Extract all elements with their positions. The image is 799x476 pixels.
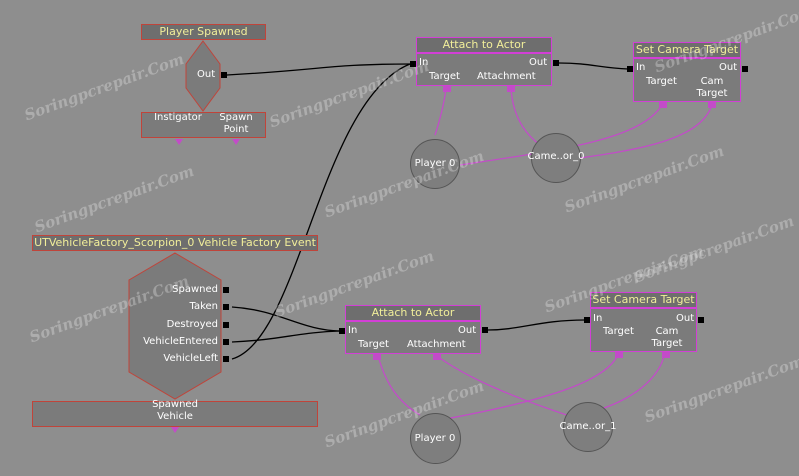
vehicle-factory-event-title[interactable]: UTVehicleFactory_Scorpion_0 Vehicle Fact… <box>32 235 318 251</box>
set-camera-target-top-title[interactable]: Set Camera Target <box>633 42 741 58</box>
watermark: Soringpcrepair.Com <box>266 56 432 132</box>
exec-wire-attach-to-camera-bottom <box>487 319 586 331</box>
attach-to-actor-bottom-body[interactable] <box>345 321 481 354</box>
camera-top-camtarget-link[interactable] <box>708 102 716 108</box>
watermark: Soringpcrepair.Com <box>641 351 799 427</box>
attach-bottom-target-label: Target <box>358 339 389 350</box>
attach-top-target-label: Target <box>429 71 460 82</box>
player-spawned-out-label: Out <box>197 69 216 80</box>
variable-camera1-bottom-label: Came..or_1 <box>559 421 617 432</box>
player-spawned-event-shape[interactable] <box>185 40 221 112</box>
attach-top-out-label: Out <box>529 57 548 68</box>
camera-top-in-label: In <box>636 62 646 73</box>
variable-camera0-top-label: Came..or_0 <box>527 151 585 162</box>
var-link-player0-target-bottom <box>377 355 421 416</box>
attach-to-actor-bottom-title[interactable]: Attach to Actor <box>345 305 481 321</box>
camera-top-camtarget-label: Cam Target <box>696 76 728 99</box>
var-link-came0-attachment-top <box>510 86 541 146</box>
instigator-label: Instigator <box>154 112 202 123</box>
var-link-player0-target-top <box>434 86 447 136</box>
output-spawned-pin[interactable] <box>223 287 229 293</box>
var-link-came1-attachment-bottom <box>436 355 583 421</box>
variable-player0-bottom[interactable] <box>410 413 461 464</box>
output-vehicleentered-pin[interactable] <box>223 339 229 345</box>
attach-to-actor-top-body[interactable] <box>416 53 552 86</box>
variable-camera1-bottom[interactable] <box>563 402 613 452</box>
attach-top-in-pin[interactable] <box>410 61 416 67</box>
attach-bottom-out-pin[interactable] <box>482 327 488 333</box>
exec-wire-spawned-to-attach <box>226 63 411 76</box>
player-spawned-out-pin[interactable] <box>221 72 227 78</box>
set-camera-target-bottom-body[interactable] <box>590 308 697 352</box>
set-camera-target-bottom-title[interactable]: Set Camera Target <box>590 292 697 308</box>
variable-player0-top-label: Player 0 <box>414 158 456 169</box>
player-spawned-var-bar <box>141 112 266 138</box>
camera-top-out-label: Out <box>719 62 738 73</box>
output-destroyed-label: Destroyed <box>166 319 218 330</box>
output-destroyed-pin[interactable] <box>223 322 229 328</box>
camera-bottom-out-label: Out <box>676 313 695 324</box>
vehicle-factory-var-bar <box>32 401 318 427</box>
attach-top-in-label: In <box>419 57 429 68</box>
attach-bottom-attachment-label: Attachment <box>407 339 466 350</box>
output-vehicleentered-label: VehicleEntered <box>143 336 218 347</box>
variable-player0-bottom-label: Player 0 <box>414 433 456 444</box>
camera-bottom-camtarget-link[interactable] <box>662 352 670 358</box>
attach-bottom-out-label: Out <box>458 325 477 336</box>
spawn-point-label: Spawn Point <box>219 112 253 135</box>
spawned-vehicle-link-arrow[interactable] <box>171 427 179 433</box>
attach-bottom-attachment-link[interactable] <box>433 354 441 360</box>
attach-bottom-in-pin[interactable] <box>339 328 345 334</box>
camera-bottom-in-label: In <box>593 313 603 324</box>
attach-bottom-in-label: In <box>348 325 358 336</box>
spawned-vehicle-label: Spawned Vehicle <box>152 399 198 422</box>
output-vehicleleft-label: VehicleLeft <box>163 353 218 364</box>
exec-wire-vehicleentered-to-attach-bottom <box>231 330 341 343</box>
camera-top-in-pin[interactable] <box>627 66 633 72</box>
camera-top-out-pin[interactable] <box>742 66 748 72</box>
attach-to-actor-top-title[interactable]: Attach to Actor <box>416 37 552 53</box>
variable-player0-top[interactable] <box>410 139 460 189</box>
player-spawned-title[interactable]: Player Spawned <box>141 24 266 40</box>
var-link-came1-camtarget-bottom <box>597 351 666 411</box>
attach-top-target-link[interactable] <box>443 86 451 92</box>
attach-bottom-target-link[interactable] <box>373 354 381 360</box>
camera-bottom-in-pin[interactable] <box>584 317 590 323</box>
variable-camera0-top[interactable] <box>531 133 581 183</box>
camera-top-target-label: Target <box>646 76 677 87</box>
output-taken-pin[interactable] <box>223 304 229 310</box>
output-taken-label: Taken <box>189 301 218 312</box>
exec-wire-taken-to-attach-bottom <box>231 306 341 332</box>
output-vehicleleft-pin[interactable] <box>223 356 229 362</box>
watermark: Soringpcrepair.Com <box>631 211 797 287</box>
set-camera-target-top-body[interactable] <box>633 58 741 102</box>
camera-bottom-target-label: Target <box>603 326 634 337</box>
camera-bottom-out-pin[interactable] <box>698 317 704 323</box>
camera-bottom-camtarget-label: Cam Target <box>651 326 683 349</box>
camera-bottom-target-link[interactable] <box>615 352 623 358</box>
exec-wire-attach-to-camera-top <box>558 62 629 70</box>
camera-top-target-link[interactable] <box>659 102 667 108</box>
attach-top-attachment-label: Attachment <box>477 71 536 82</box>
spawn-point-link-arrow[interactable] <box>232 139 240 145</box>
instigator-link-arrow[interactable] <box>175 139 183 145</box>
watermark: Soringpcrepair.Com <box>31 161 197 237</box>
output-spawned-label: Spawned <box>172 284 218 295</box>
attach-top-out-pin[interactable] <box>553 60 559 66</box>
vehicle-factory-event-shape[interactable] <box>128 252 222 400</box>
attach-top-attachment-link[interactable] <box>507 86 515 92</box>
